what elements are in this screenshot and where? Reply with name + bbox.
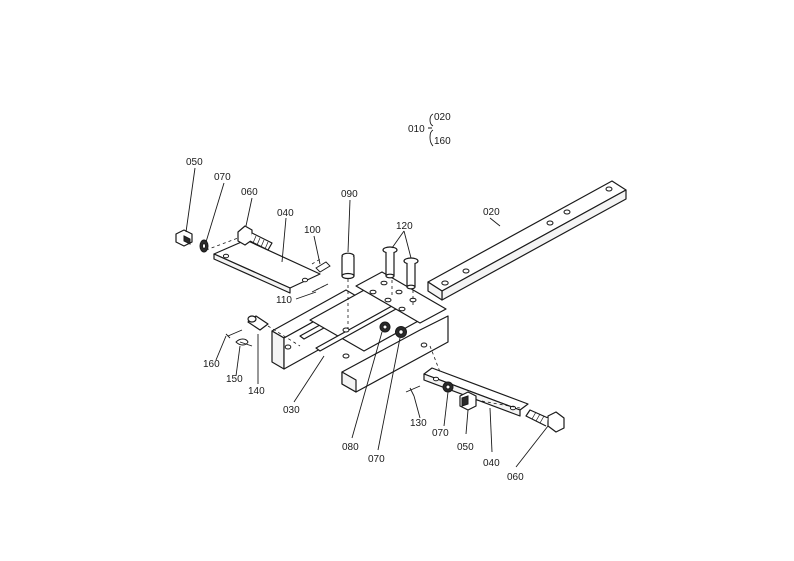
callout-120: 120 <box>396 221 413 232</box>
arm-040-left <box>213 239 321 294</box>
callout-150: 150 <box>226 374 243 385</box>
callout-100: 100 <box>304 225 321 236</box>
callout-040-right: 040 <box>483 458 500 469</box>
callout-070-mid: 070 <box>368 454 385 465</box>
washer-070-left <box>199 239 209 253</box>
pin-110 <box>311 283 329 293</box>
washer-070-mid <box>395 326 407 338</box>
legend-parent: 010 <box>408 124 425 135</box>
callout-070-right: 070 <box>432 428 449 439</box>
pin-140 <box>247 315 301 347</box>
callout-140: 140 <box>248 386 265 397</box>
callout-040-left: 040 <box>277 208 294 219</box>
callout-030: 030 <box>283 405 300 416</box>
nut-080 <box>379 321 391 333</box>
assembly-legend: 010 020 160 <box>408 112 451 147</box>
callout-070-left: 070 <box>214 172 231 183</box>
callout-110: 110 <box>276 295 292 306</box>
bolt-060-left <box>237 225 273 251</box>
leader-lines <box>185 167 549 468</box>
callout-080: 080 <box>342 442 359 453</box>
pin-120-a <box>382 246 398 279</box>
assembly-lines <box>205 237 521 409</box>
callout-090: 090 <box>341 189 358 200</box>
clip-130 <box>405 385 421 397</box>
callout-020: 020 <box>483 207 500 218</box>
callout-050-right: 050 <box>457 442 474 453</box>
frame-030 <box>271 271 449 393</box>
drawbar-020 <box>427 180 627 301</box>
legend-child-1: 020 <box>434 112 451 123</box>
callout-160: 160 <box>203 359 220 370</box>
nut-050-left <box>175 229 193 247</box>
callout-050-left: 050 <box>186 157 203 168</box>
pin-160 <box>225 329 243 339</box>
legend-brace <box>428 113 434 147</box>
callouts: 050 070 060 040 100 090 120 020 110 160 … <box>186 157 524 483</box>
washer-070-right <box>442 381 454 393</box>
callout-060-left: 060 <box>241 187 258 198</box>
callout-060-right: 060 <box>507 472 524 483</box>
pin-120-b <box>403 257 419 290</box>
arm-040-right <box>423 367 529 417</box>
callout-130: 130 <box>410 418 427 429</box>
bolt-060-right <box>525 409 565 433</box>
pin-090 <box>341 252 355 328</box>
clip-100 <box>311 257 331 273</box>
legend-child-2: 160 <box>434 136 451 147</box>
nut-050-right <box>459 391 477 411</box>
clip-150 <box>235 338 253 347</box>
